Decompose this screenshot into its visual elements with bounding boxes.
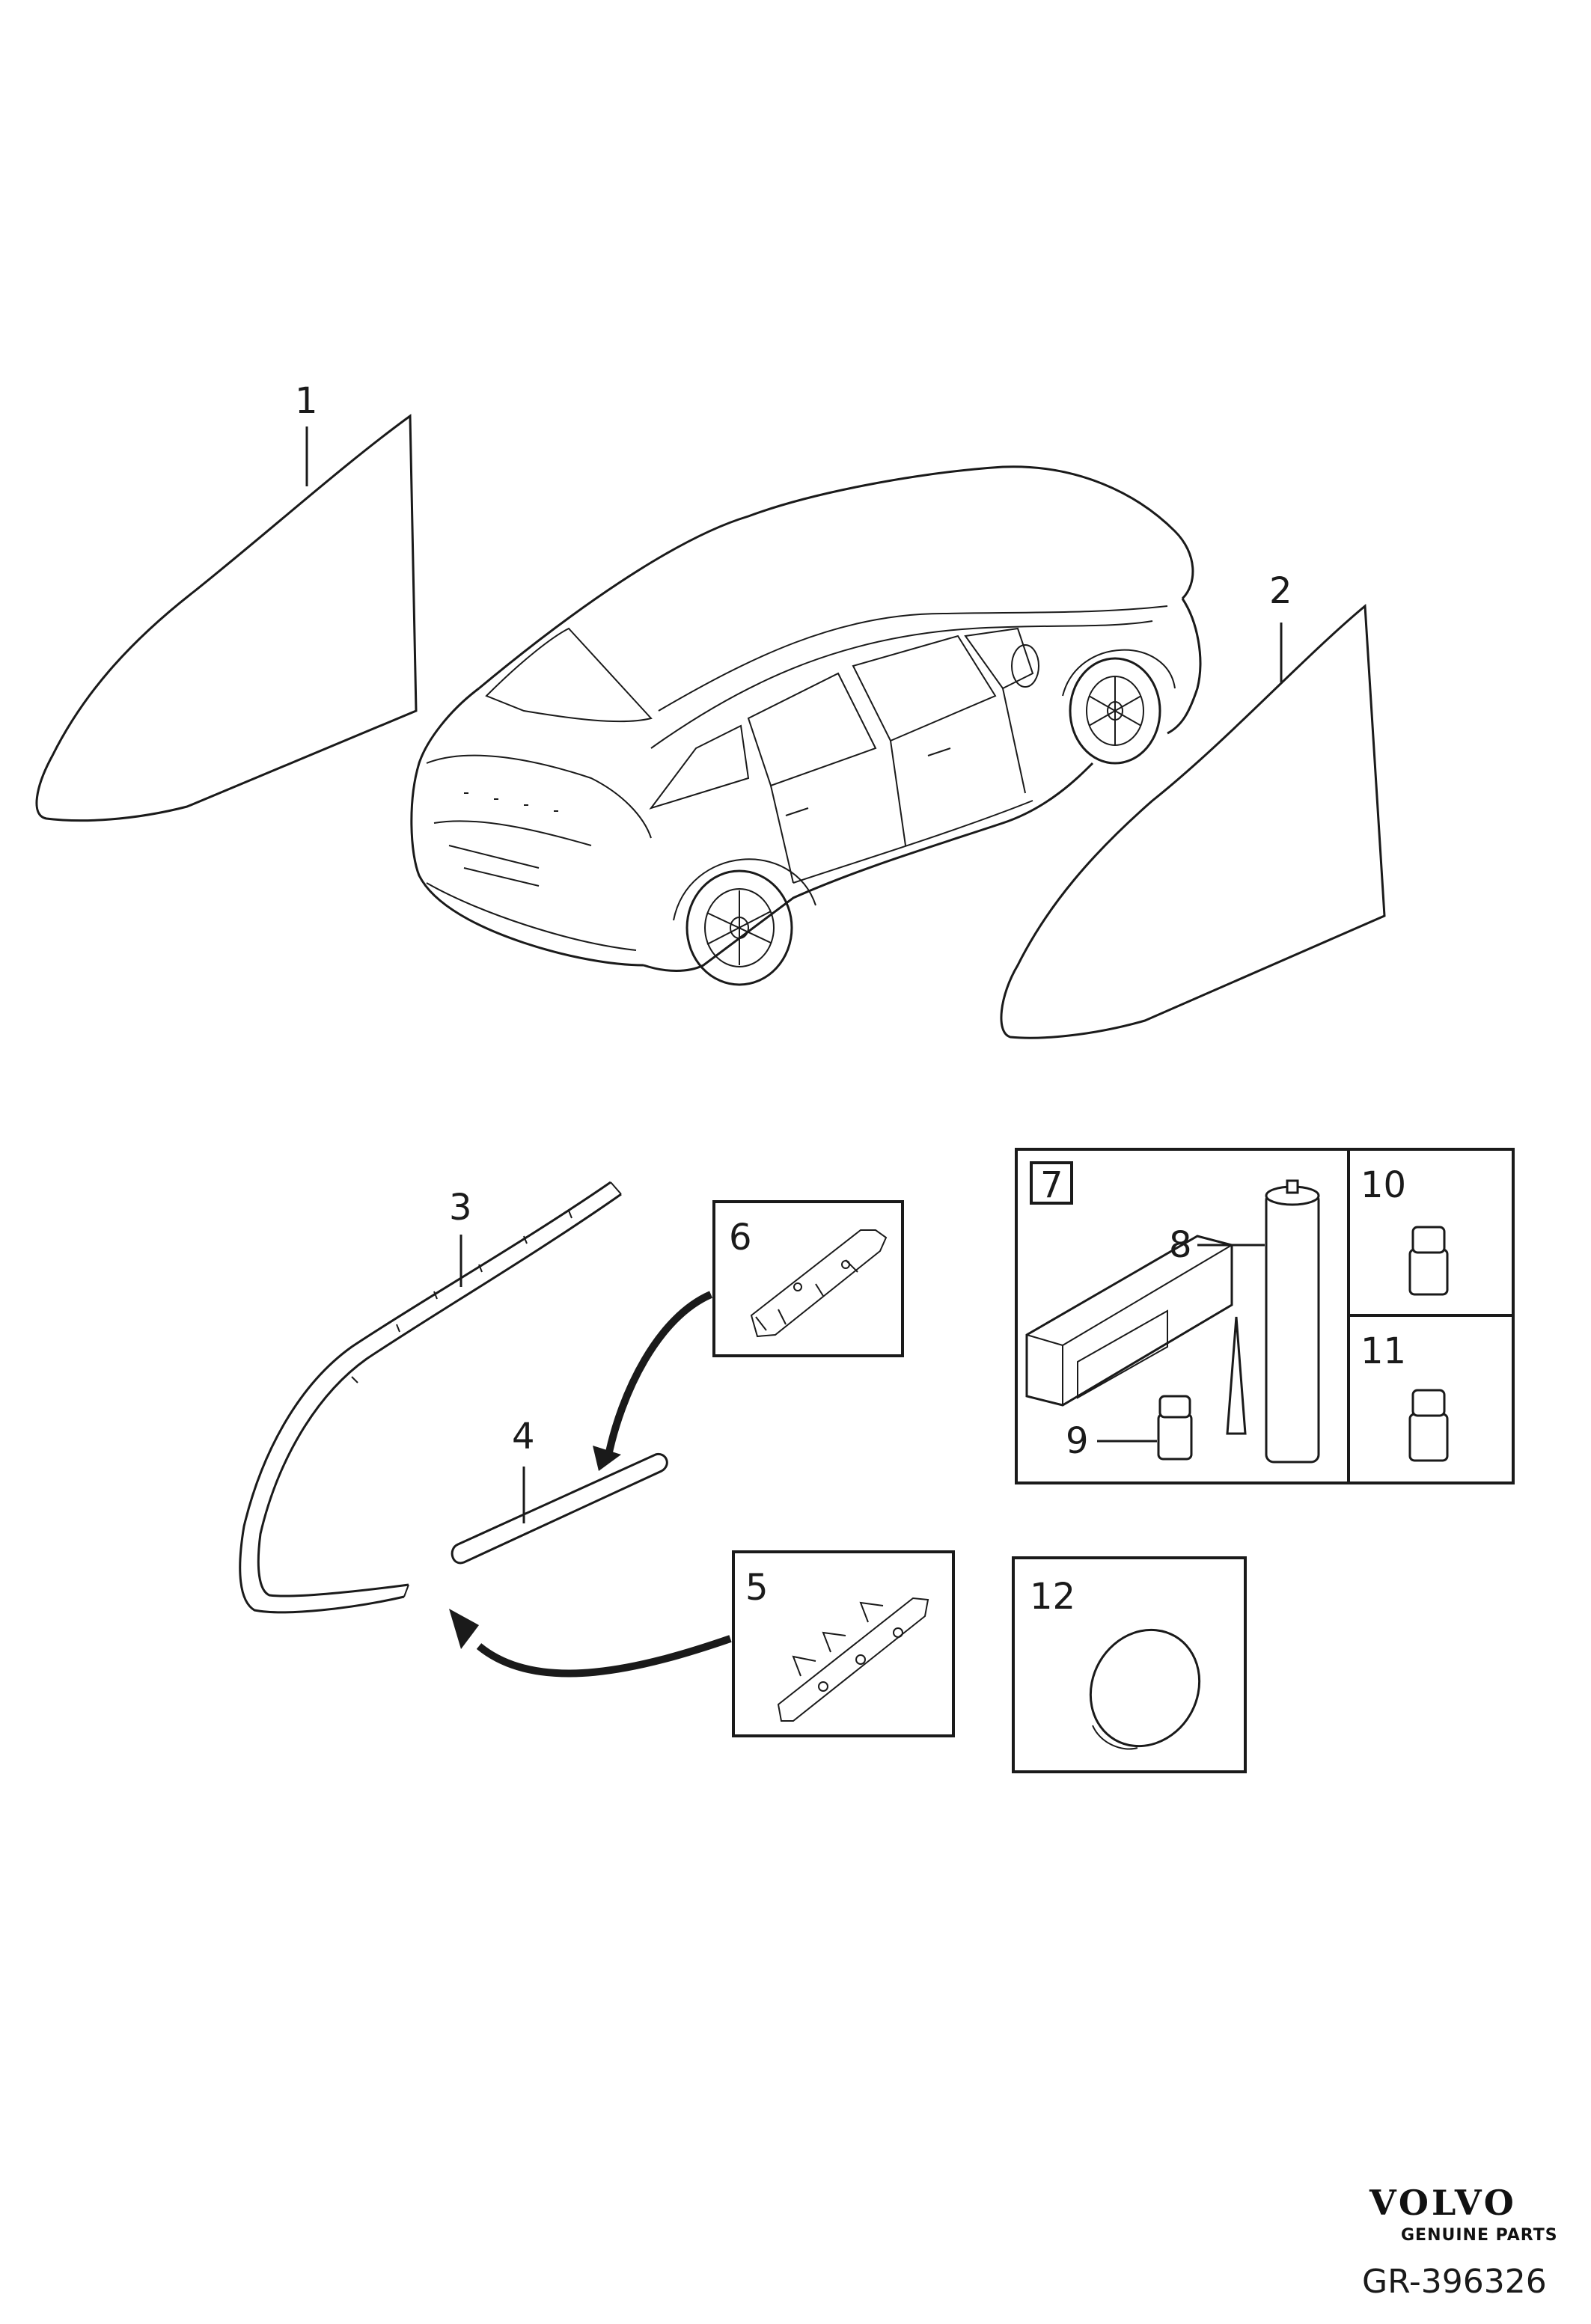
part-10-bottle-box: 10: [1347, 1148, 1515, 1317]
part-3-seal-strip: 3: [239, 1181, 622, 1614]
part-5-clip-box: 5: [732, 1550, 955, 1737]
callout-3: 3: [449, 1187, 472, 1229]
car-illustration: [410, 465, 1202, 986]
callout-9: 9: [1066, 1420, 1089, 1462]
part-4-short-seal: 4: [451, 1416, 668, 1565]
arrow-5-to-3: [449, 1609, 732, 1678]
brand-tagline: GENUINE PARTS: [1401, 2226, 1558, 2245]
part-1-left-quarter-glass: 1: [35, 380, 418, 822]
callout-8: 8: [1169, 1224, 1192, 1266]
brand-name: VOLVO: [1369, 2183, 1517, 2223]
callout-11: 11: [1361, 1330, 1406, 1372]
callout-5: 5: [745, 1567, 769, 1609]
callout-12: 12: [1030, 1576, 1075, 1618]
callout-7: 7: [1040, 1164, 1063, 1206]
arrow-6-to-4: [593, 1291, 713, 1471]
callout-1: 1: [295, 380, 318, 422]
kit-7-box: 7 8 9: [1015, 1148, 1350, 1484]
part-12-disc-box: 12: [1012, 1556, 1247, 1773]
callout-4: 4: [512, 1416, 535, 1458]
part-6-clip-box: 6: [712, 1200, 904, 1357]
callout-10: 10: [1361, 1164, 1406, 1206]
callout-2: 2: [1269, 570, 1292, 612]
diagram-reference: GR-396326: [1362, 2263, 1547, 2301]
part-11-bottle-box: 11: [1347, 1314, 1515, 1484]
part-2-right-quarter-glass: 2: [1000, 570, 1386, 1039]
callout-6: 6: [729, 1217, 752, 1259]
volvo-logo: VOLVO GENUINE PARTS: [1369, 2183, 1558, 2245]
